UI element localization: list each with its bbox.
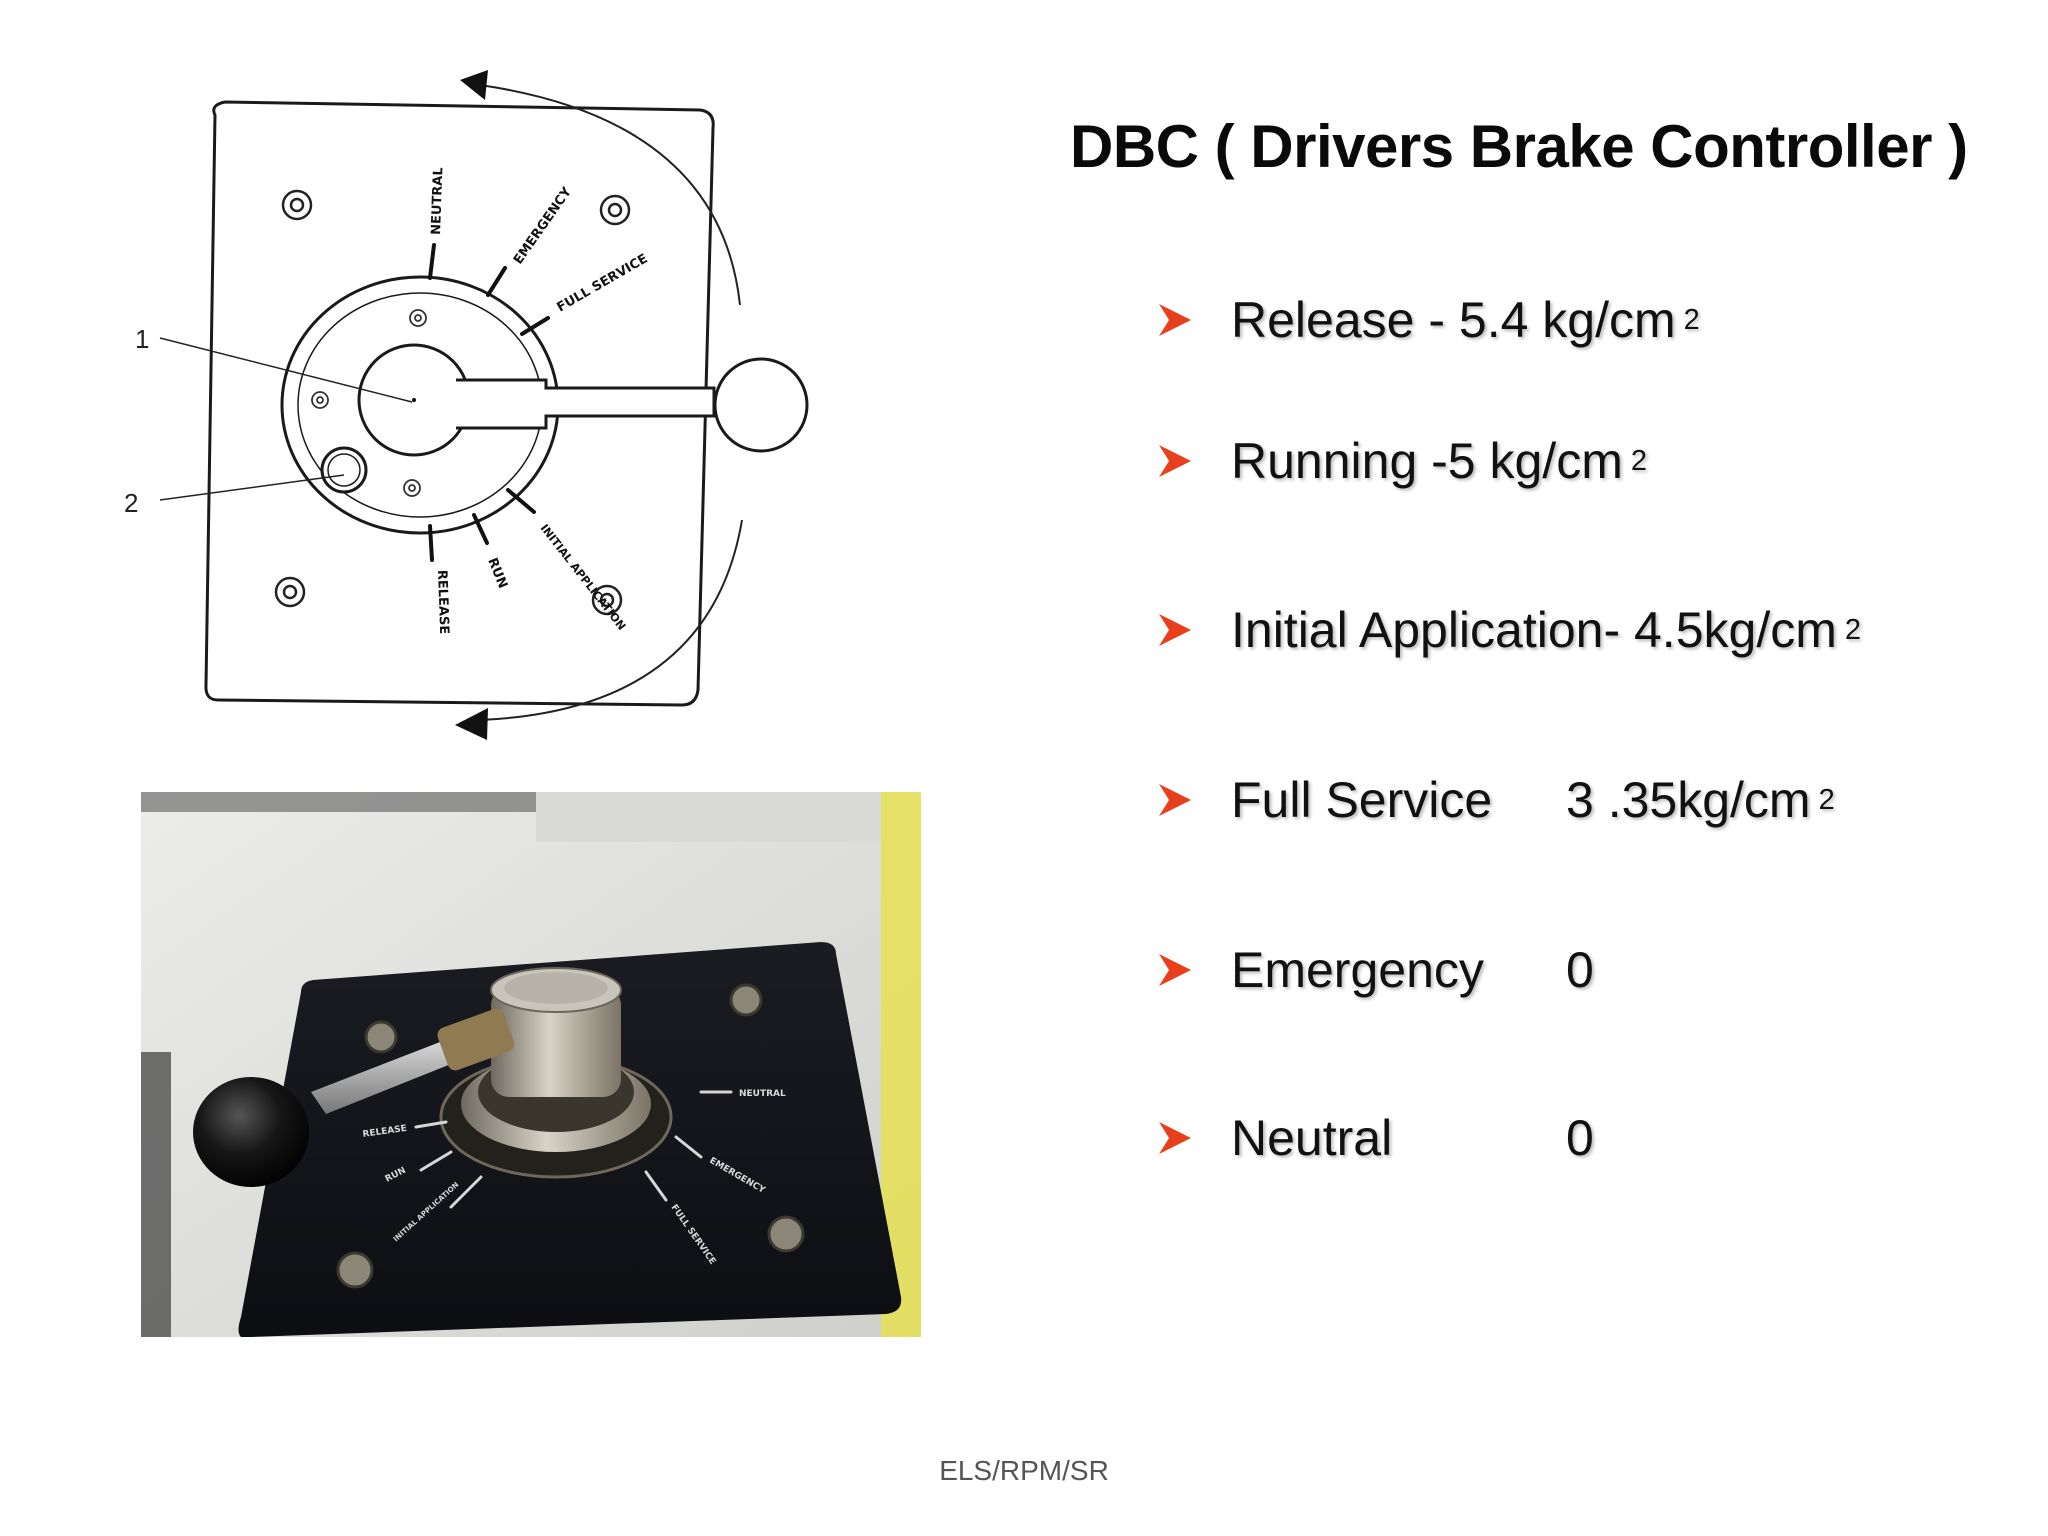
photo-handle-rod xyxy=(311,1030,486,1114)
bullet-label: Neutral xyxy=(1231,1110,1393,1166)
photo-screws xyxy=(336,983,805,1289)
bullet-arrow-icon xyxy=(1159,784,1191,816)
bullet-superscript: 2 xyxy=(1844,613,1861,646)
bullet-value: 0 xyxy=(1566,1110,1594,1166)
bullet-label: Initial Application- 4.5kg/cm xyxy=(1231,602,1837,658)
callout-2: 2 xyxy=(124,488,138,518)
bullet-label: Release - 5.4 kg/cm xyxy=(1231,292,1676,348)
list-item-full-service: Full Service 3 .35kg/cm 2 xyxy=(1155,765,2015,835)
photo-label-neutral: NEUTRAL xyxy=(739,1089,786,1099)
diagram-label-neutral: NEUTRAL xyxy=(429,167,446,235)
bullet-value: 0 xyxy=(1566,942,1594,998)
diagram-label-full-service: FULL SERVICE xyxy=(555,251,651,315)
diagram-label-initial-application: INITIAL APPLICATION xyxy=(538,522,629,633)
dbc-diagram: 1 2 NEUTRAL EMERGENCY FULL SERVICE INITI… xyxy=(110,60,850,760)
bullet-label: Running -5 kg/cm xyxy=(1231,433,1623,489)
bullet-label: Emergency xyxy=(1231,942,1484,998)
bullet-arrow-icon xyxy=(1159,954,1191,986)
bullet-arrow-icon xyxy=(1159,614,1191,646)
list-item-initial-application: Initial Application- 4.5kg/cm 2 xyxy=(1155,595,2015,665)
position-ticks xyxy=(428,243,550,562)
list-item-emergency: Emergency 0 xyxy=(1155,935,2015,1005)
diagram-label-run: RUN xyxy=(484,556,510,591)
list-item-neutral: Neutral 0 xyxy=(1155,1103,2015,1173)
photo-handle-knob xyxy=(193,1077,309,1187)
mounting-screws xyxy=(274,189,631,616)
diagram-label-emergency: EMERGENCY xyxy=(511,184,575,267)
list-item-running: Running -5 kg/cm 2 xyxy=(1155,426,2015,496)
bullet-value: 3 .35kg/cm xyxy=(1566,772,1811,828)
slide-footer: ELS/RPM/SR xyxy=(939,1455,1109,1486)
dbc-photo: NEUTRAL EMERGENCY FULL SERVICE RELEASE R… xyxy=(141,792,921,1337)
arrow-head-bottom xyxy=(455,708,488,740)
handle-knob xyxy=(713,357,809,453)
handle-arm xyxy=(456,378,716,430)
callout-1: 1 xyxy=(135,324,149,354)
bullet-label: Full Service xyxy=(1231,772,1493,828)
list-item-release: Release - 5.4 kg/cm 2 xyxy=(1155,285,2015,355)
bullet-arrow-icon xyxy=(1159,304,1191,336)
bullet-superscript: 2 xyxy=(1630,444,1647,477)
slide-title: DBC ( Drivers Brake Controller ) xyxy=(1070,113,1968,180)
base-plate xyxy=(204,100,715,707)
diagram-label-release: RELEASE xyxy=(434,570,451,635)
bullet-arrow-icon xyxy=(1159,445,1191,477)
rotation-arc-bottom xyxy=(479,519,743,721)
bullet-superscript: 2 xyxy=(1683,303,1700,336)
rotation-arc-top xyxy=(479,84,741,306)
photo-hub xyxy=(491,987,621,1097)
arrow-head-top xyxy=(460,70,488,100)
bullet-superscript: 2 xyxy=(1818,783,1835,816)
bullet-arrow-icon xyxy=(1159,1122,1191,1154)
